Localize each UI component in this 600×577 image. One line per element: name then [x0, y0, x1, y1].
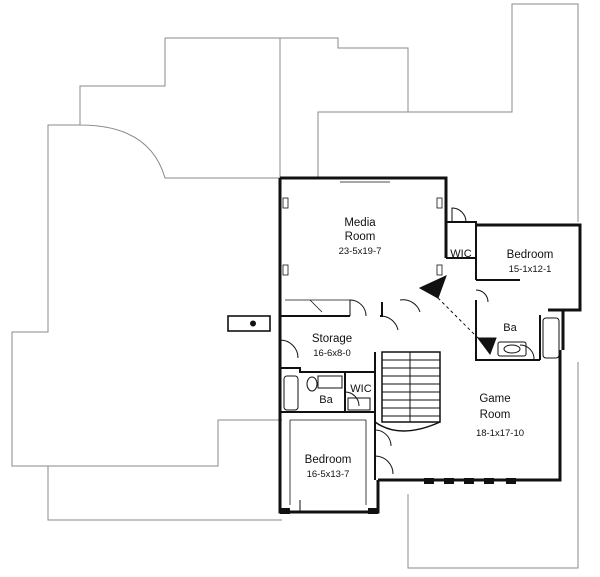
- lower-level-outline: [11, 3, 579, 569]
- bedroom-east-label: Bedroom: [507, 249, 554, 261]
- bath-east-label: Ba: [503, 322, 517, 334]
- windows: [280, 478, 516, 514]
- lower-level-outline-inner: [48, 419, 282, 467]
- bedroom-south-label: Bedroom: [305, 454, 352, 466]
- media-room-size: 23-5x19-7: [339, 246, 382, 257]
- storage-size: 16-6x8-0: [313, 348, 351, 359]
- closet-lines: [289, 419, 367, 505]
- bedroom-south-size: 16-5x13-7: [307, 469, 350, 480]
- bath-west-label: Ba: [319, 394, 333, 406]
- bath-fixtures: [283, 317, 560, 411]
- wic-west-label: WIC: [350, 383, 371, 395]
- storage-label: Storage: [312, 333, 352, 345]
- media-room-marks: [282, 181, 443, 313]
- wic-east-label: WIC: [450, 248, 471, 260]
- door-swings: [279, 207, 535, 512]
- media-room-label-line1: Media: [344, 217, 376, 229]
- stair: [374, 351, 441, 432]
- media-room-label-line2: Room: [345, 231, 376, 243]
- game-room-size: 18-1x17-10: [476, 428, 524, 439]
- game-room-label-line1: Game: [479, 393, 510, 405]
- vent-element: [227, 315, 271, 332]
- game-room-label-line2: Room: [480, 409, 511, 421]
- interior-walls: [279, 221, 541, 480]
- angled-walls: [418, 275, 497, 356]
- bedroom-east-size: 15-1x12-1: [509, 264, 552, 275]
